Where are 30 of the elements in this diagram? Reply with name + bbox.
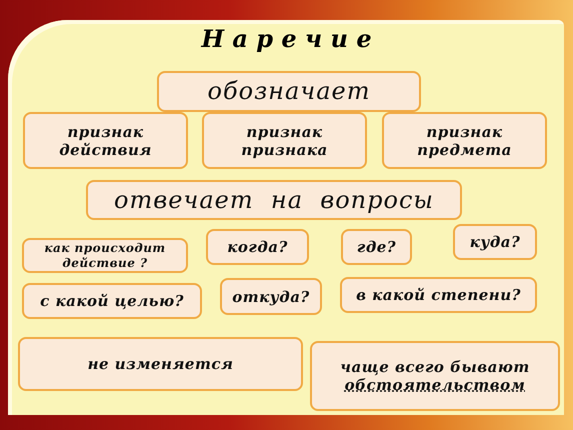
box-text: как происходит действие ? — [43, 241, 167, 270]
text-box — [382, 112, 547, 169]
text-box — [157, 71, 421, 112]
text-box — [341, 229, 412, 265]
box-text: признак предмета — [416, 122, 513, 158]
text-box — [340, 277, 537, 313]
box-text: откуда? — [232, 288, 310, 306]
text-box — [202, 112, 367, 169]
box-text: признак признака — [240, 122, 329, 158]
box-text: куда? — [470, 233, 520, 251]
text-box — [206, 229, 309, 265]
text-box — [22, 283, 202, 319]
text-box — [22, 238, 188, 273]
text-box — [86, 180, 462, 220]
text-box — [453, 224, 537, 260]
box-text: в какой степени? — [356, 286, 521, 304]
box-text: обозначает — [208, 77, 370, 106]
box-text: где? — [356, 238, 396, 256]
box-text: отвечает на вопросы — [114, 186, 434, 214]
box-text: когда? — [227, 238, 288, 256]
underlined-term: обстоятельством — [344, 376, 526, 394]
box-text: чаще всего бывают — [340, 358, 530, 376]
text-box — [310, 341, 560, 411]
box-text: признак действия — [58, 122, 153, 158]
text-box — [220, 278, 322, 315]
box-text: не изменяется — [88, 355, 234, 373]
text-box — [18, 337, 303, 391]
text-box — [23, 112, 188, 169]
title: Н а р е ч и е — [200, 24, 373, 53]
box-text: с какой целью? — [40, 292, 184, 310]
